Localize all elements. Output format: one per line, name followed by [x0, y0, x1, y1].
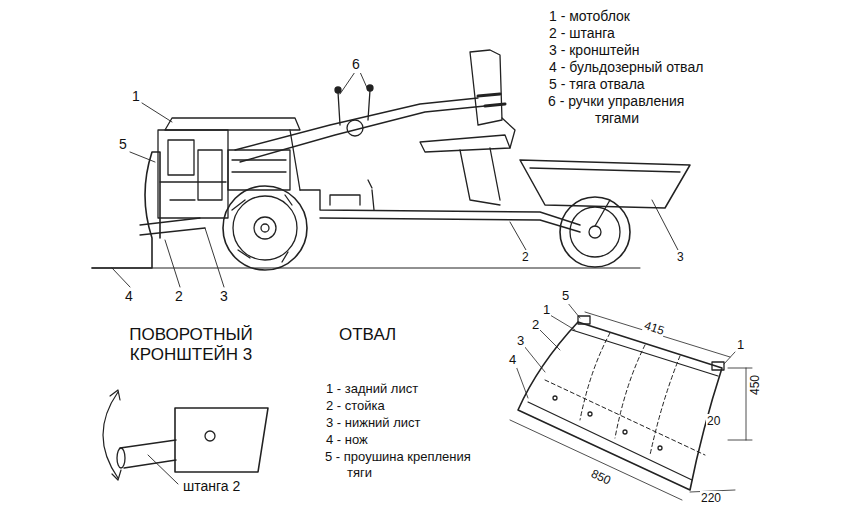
callout-number: 1 — [131, 88, 141, 105]
callout-number: 4 — [508, 352, 517, 368]
section-heading: ОТВАЛ — [338, 325, 397, 345]
legend-item: 5 - тяга отвала — [548, 76, 646, 93]
callout-number: 2 — [174, 288, 184, 305]
legend-item: 5 - проушина крепления тяги — [325, 449, 490, 480]
dimension: 20 — [706, 414, 721, 428]
legend-item: 6 - ручки управления тягами — [548, 93, 726, 127]
legend-item: 4 - нож — [325, 432, 369, 448]
dimension: 450 — [748, 374, 762, 396]
callout-number: 4 — [124, 288, 134, 305]
callout-number: 3 — [219, 288, 229, 305]
callout-number: 5 — [561, 288, 570, 304]
callout-number: 5 — [118, 136, 128, 153]
callout-number: 2 — [521, 250, 530, 264]
callout-number: 6 — [351, 56, 361, 73]
callout-number: 3 — [516, 333, 525, 349]
legend-item: 2 - стойка — [325, 398, 386, 414]
callout-number: 1 — [542, 302, 551, 318]
dimension: 850 — [588, 466, 614, 488]
legend-item: 3 - кронштейн — [548, 42, 640, 59]
legend-item: 2 - штанга — [548, 25, 616, 42]
legend-item: 3 - нижний лист — [325, 415, 422, 431]
dimension: 415 — [642, 318, 667, 338]
callout-number: 1 — [736, 337, 745, 353]
part-label: штанга 2 — [182, 478, 241, 495]
dimension: 220 — [700, 491, 722, 505]
legend-item: 1 - мотоблок — [548, 8, 631, 25]
callout-number: 3 — [676, 250, 685, 264]
section-heading: ПОВОРОТНЫЙ КРОНШТЕЙН 3 — [100, 325, 282, 366]
legend-item: 1 - задний лист — [325, 381, 419, 397]
callout-number: 2 — [531, 317, 540, 333]
legend-item: 4 - бульдозерный отвал — [548, 59, 704, 76]
